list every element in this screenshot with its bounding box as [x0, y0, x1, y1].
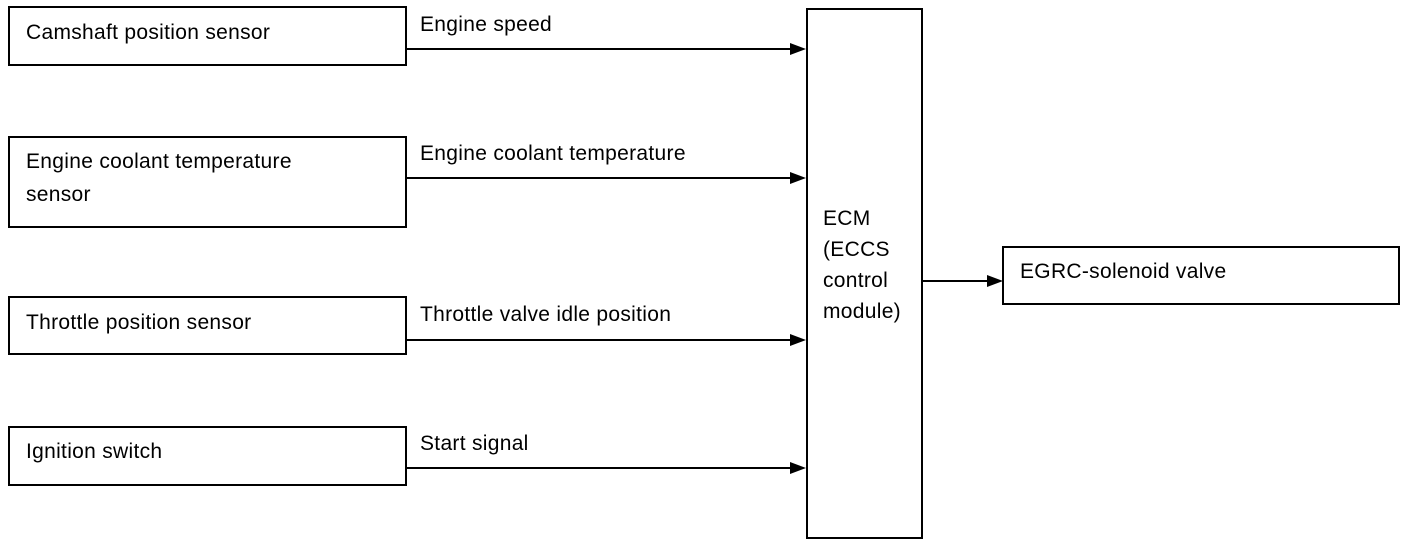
engine-coolant-temperature-sensor-box: [8, 136, 407, 228]
arrowhead-engine-coolant-temperature: [790, 172, 806, 184]
throttle-position-sensor-box: [8, 296, 407, 355]
signal-engine-coolant-temperature: Engine coolant temperature: [420, 142, 686, 165]
engine-coolant-temperature-sensor-label: Engine coolant temperature sensor: [26, 150, 292, 206]
signal-throttle-valve-idle-position: Throttle valve idle position: [420, 303, 672, 326]
egrc-solenoid-valve-label: EGRC-solenoid valve: [1020, 260, 1227, 283]
ignition-switch-label: Ignition switch: [26, 440, 163, 463]
egrc-solenoid-valve-box: [1002, 246, 1400, 305]
arrowhead-start-signal: [790, 462, 806, 474]
arrowhead-engine-speed: [790, 43, 806, 55]
signal-engine-speed: Engine speed: [420, 13, 553, 36]
throttle-position-sensor-label: Throttle position sensor: [26, 311, 252, 334]
camshaft-position-sensor-box: [8, 6, 407, 66]
arrowhead-throttle-valve-idle-position: [790, 334, 806, 346]
ecm-label: ECM (ECCS control module): [823, 207, 901, 323]
camshaft-position-sensor-label: Camshaft position sensor: [26, 21, 271, 44]
ecm-box: [806, 8, 923, 539]
ignition-switch-box: [8, 426, 407, 486]
signal-start-signal: Start signal: [420, 432, 529, 455]
arrowhead-egrc-output: [987, 275, 1003, 287]
